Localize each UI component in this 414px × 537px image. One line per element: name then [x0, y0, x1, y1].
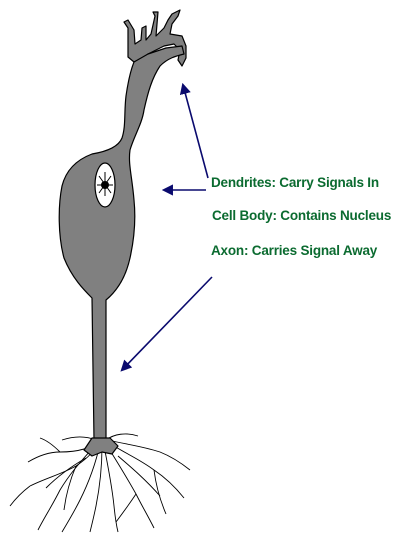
- nucleus: [95, 163, 115, 207]
- dendrites-label: Dendrites: Carry Signals In: [211, 175, 379, 190]
- dendrites-arrow: [183, 85, 208, 178]
- axon-terminal-mass: [84, 438, 118, 456]
- cell-body: [59, 46, 184, 440]
- axon-arrow: [122, 277, 212, 370]
- axon-label: Axon: Carries Signal Away: [211, 243, 377, 258]
- cell-body-label: Cell Body: Contains Nucleus: [212, 208, 391, 223]
